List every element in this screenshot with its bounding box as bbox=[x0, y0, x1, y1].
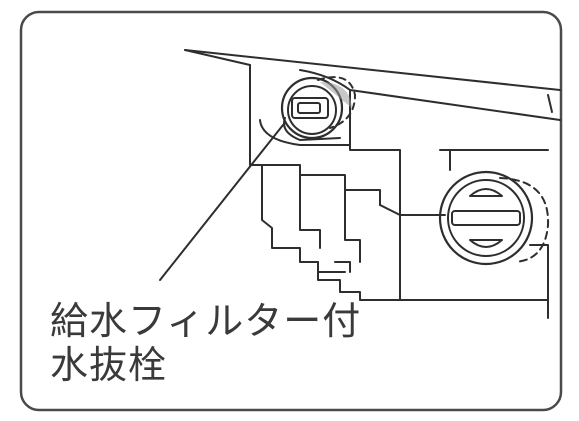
callout-label-line-1: 給水フィルター付 bbox=[50, 299, 362, 343]
callout-label-line-2: 水抜栓 bbox=[50, 343, 168, 387]
frame-border bbox=[19, 10, 563, 412]
water-supply-filter-drain-plug-icon bbox=[280, 76, 356, 141]
drain-plug-cap-icon bbox=[438, 170, 550, 266]
unit-body bbox=[249, 89, 549, 319]
callout-leader-line bbox=[159, 124, 284, 281]
